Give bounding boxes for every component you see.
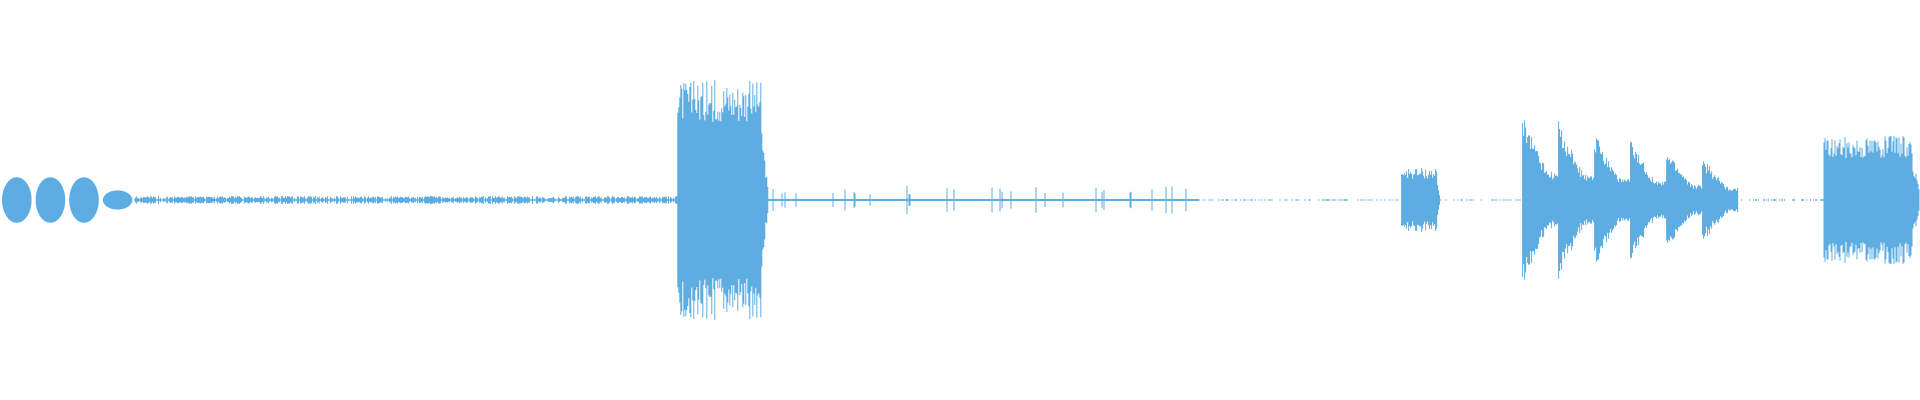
waveform-segment-quiet-gap [1202, 199, 1399, 201]
waveform-segment-small-burst [1401, 168, 1441, 232]
waveform-segment-quiet-gap-3 [1741, 199, 1825, 201]
waveform-segment-burst-3 [1823, 136, 1920, 264]
waveform-pulse [102, 190, 133, 210]
waveform-segment-clicks-1 [767, 186, 1200, 214]
waveform-path [767, 186, 1200, 214]
waveform-pulse [1, 177, 32, 223]
waveform-segment-low-hum-1 [133, 196, 682, 204]
waveform-path [1741, 199, 1825, 201]
waveform-path [1522, 120, 1739, 280]
waveform-segment-quiet-gap-2 [1440, 199, 1521, 201]
waveform-segment-burst-2 [1522, 120, 1739, 280]
waveform-path [133, 196, 682, 204]
waveform-path [1823, 136, 1920, 264]
waveform-segment-intro-pulses [1, 177, 133, 223]
waveform-pulse [35, 177, 66, 223]
waveform-pulse [69, 177, 99, 223]
waveform-path [1440, 199, 1521, 201]
waveform-path [1401, 168, 1441, 232]
waveform-path [677, 80, 769, 320]
waveform-path [1202, 199, 1399, 201]
waveform-segment-burst-1 [677, 80, 769, 320]
